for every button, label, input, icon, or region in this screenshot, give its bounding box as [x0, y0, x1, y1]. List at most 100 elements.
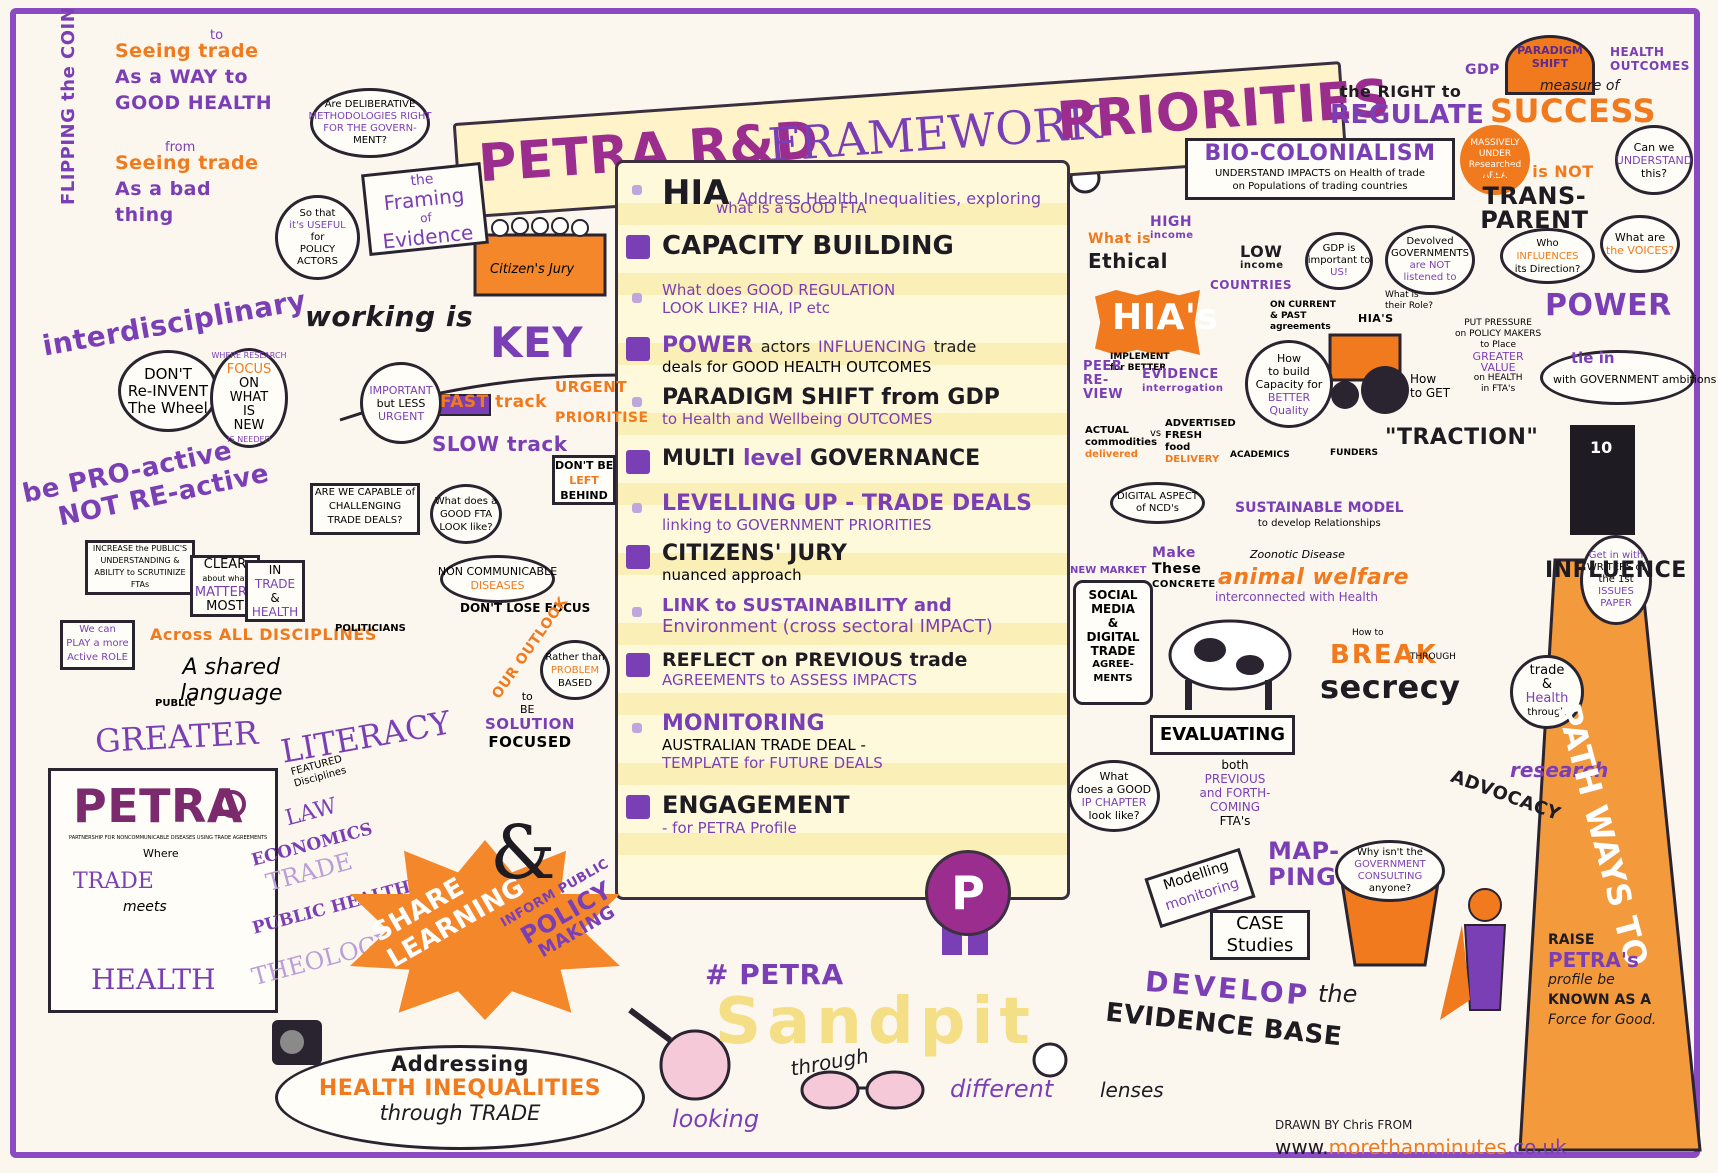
credit-url[interactable]: www.morethanminutes.co.uk [1275, 1135, 1567, 1159]
glasses-icon [800, 1070, 925, 1110]
tie-in-label: tie in [1571, 349, 1615, 367]
priority-multi-level: MULTI level GOVERNANCE [626, 446, 1055, 474]
gdp-label: GDP [1465, 62, 1500, 78]
from-label: from [165, 140, 196, 155]
priority-power: POWER actors INFLUENCING trade deals for… [626, 333, 1055, 376]
number-10-door-illustration [1570, 425, 1635, 535]
break-label: BREAK [1330, 640, 1438, 670]
credit-label: DRAWN BY Chris FROM [1275, 1118, 1413, 1132]
power-label: POWER [1545, 288, 1672, 323]
priority-engagement: ENGAGEMENT - for PETRA Profile [626, 791, 1055, 837]
priority-capacity-building: CAPACITY BUILDING [626, 231, 1055, 261]
evaluating-box: EVALUATING [1150, 715, 1295, 755]
flipping-the-coin: FLIPPING the COIN [58, 6, 79, 205]
key-word: KEY [490, 318, 584, 367]
interconnected-label: interconnected with Health [1215, 590, 1379, 604]
trade-label: TRADE [73, 869, 154, 894]
influence-label: INFLUENCE [1545, 558, 1687, 583]
the-right-to: the RIGHT to [1340, 82, 1462, 101]
sandpit-title: Sandpit [715, 985, 1036, 1059]
funders-label: FUNDERS [1330, 448, 1379, 458]
vs-label: vs [1150, 428, 1162, 439]
hias-burst [1095, 290, 1200, 355]
mapping-label: MAP-PING [1268, 837, 1340, 891]
superhero-illustration [1440, 888, 1507, 1020]
success-label: SUCCESS [1490, 92, 1657, 130]
priorities-scroll: HIA Address Health Inequalities, explori… [615, 160, 1070, 900]
regulate: REGULATE [1330, 100, 1485, 130]
research-label: research [1510, 758, 1609, 782]
petra-seal-icon: P [925, 850, 1011, 936]
bio-colonialism-box: BIO-COLONIALISM UNDERSTAND IMPACTS on He… [1185, 138, 1455, 200]
citizens-jury-label: Citizen's Jury [490, 262, 575, 277]
priority-hia: HIA Address Health Inequalities, explori… [632, 173, 1055, 217]
priority-monitoring: MONITORING AUSTRALIAN TRADE DEAL - TEMPL… [632, 711, 1055, 772]
zoonotic-label: Zoonotic Disease [1250, 548, 1345, 561]
prioritise-label: PRIORITISE [555, 410, 649, 426]
lenses-label: lenses [1100, 1078, 1164, 1102]
traction-label: "TRACTION" [1385, 425, 1539, 450]
priority-levelling-up: LEVELLING UP - TRADE DEALS linking to GO… [632, 491, 1055, 534]
slow-track: SLOW track [432, 432, 568, 456]
petra-logo-text: PETRA [73, 779, 244, 833]
how-to-label: How to [1352, 628, 1384, 638]
tie-in-bubble: tie in with GOVERNMENT ambitions [1540, 349, 1716, 405]
petra-tagline: PARTNERSHIP FOR NONCOMMUNICABLE DISEASES… [69, 835, 268, 841]
priority-sustainability: LINK to SUSTAINABILITY and Environment (… [632, 595, 1055, 637]
to-label: to [210, 28, 224, 43]
priority-citizens-jury: CITIZENS' JURY nuanced approach [626, 541, 1055, 584]
measure-of: measure of [1540, 78, 1620, 94]
where-label: Where [143, 847, 179, 860]
tractor-hias-label: HIA'S [1358, 312, 1394, 325]
hias-title: HIA's [1112, 297, 1219, 338]
priority-paradigm-shift: PARADIGM SHIFT from GDP to Health and We… [632, 385, 1055, 428]
jury-people-illustration [491, 217, 589, 237]
magnifier-icon [659, 1029, 731, 1101]
politicians-label: POLITICIANS [335, 623, 406, 634]
urgent-label: URGENT [555, 378, 628, 396]
fast-track: FAST track [440, 392, 547, 412]
ampersand: & [490, 810, 556, 896]
working-is: working is [305, 300, 474, 333]
animal-welfare: animal welfare [1218, 565, 1409, 590]
different-label: different [950, 1075, 1054, 1103]
